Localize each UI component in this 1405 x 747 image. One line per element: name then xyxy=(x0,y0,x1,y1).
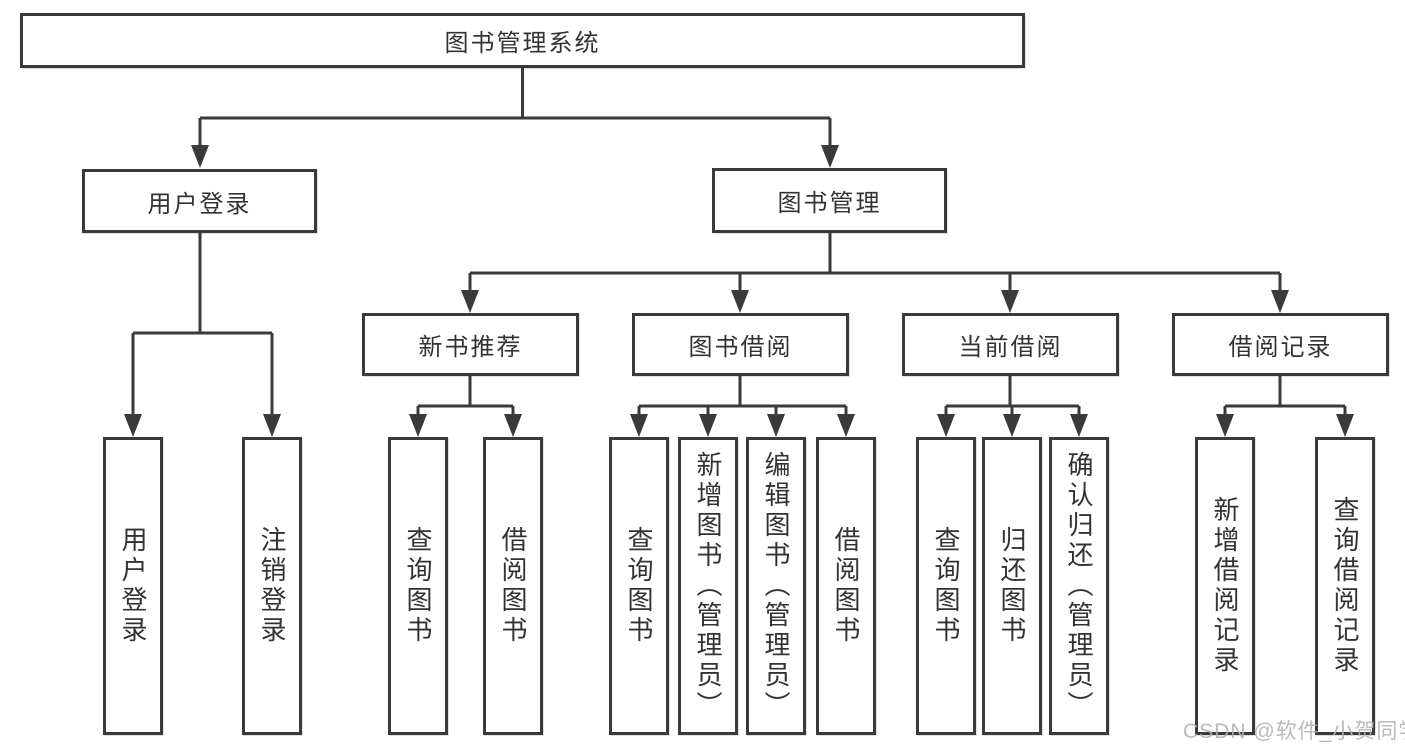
node-user-login: 用户登录 xyxy=(82,169,317,233)
node-label: 当前借阅 xyxy=(958,334,1063,361)
leaf-edit-book-admin: 编辑图书（管理员） xyxy=(746,437,806,735)
node-label: 归还图书 xyxy=(997,526,1027,646)
arrowhead-icon xyxy=(461,290,479,313)
node-label: 编辑图书（管理员） xyxy=(761,451,791,721)
node-label: 注销登录 xyxy=(257,526,287,646)
leaf-query-borrow-record: 查询借阅记录 xyxy=(1315,437,1375,735)
node-label: 图书管理 xyxy=(777,190,882,217)
leaf-current-query-books: 查询图书 xyxy=(916,437,976,735)
arrowhead-icon xyxy=(409,414,427,437)
leaf-recommend-query-books: 查询图书 xyxy=(388,437,448,735)
node-book-management: 图书管理 xyxy=(712,168,947,233)
leaf-add-borrow-record: 新增借阅记录 xyxy=(1195,437,1255,735)
node-label: 查询图书 xyxy=(403,526,433,646)
arrowhead-icon xyxy=(263,414,281,437)
arrowhead-icon xyxy=(1271,290,1289,313)
node-borrowing-records: 借阅记录 xyxy=(1172,313,1389,376)
node-label: 图书借阅 xyxy=(688,334,793,361)
arrowhead-icon xyxy=(504,414,522,437)
leaf-borrowing-borrow-books: 借阅图书 xyxy=(816,437,876,735)
arrowhead-icon xyxy=(699,414,717,437)
leaf-borrowing-query-books: 查询图书 xyxy=(609,437,669,735)
node-label: 用户登录 xyxy=(147,190,252,218)
node-label: 查询借阅记录 xyxy=(1330,496,1360,676)
arrowhead-icon xyxy=(937,414,955,437)
arrowhead-icon xyxy=(191,145,209,168)
node-label: 借阅图书 xyxy=(498,526,528,646)
node-label: 查询图书 xyxy=(624,526,654,646)
arrowhead-icon xyxy=(821,145,839,168)
arrowhead-icon xyxy=(1003,414,1021,437)
node-book-borrowing: 图书借阅 xyxy=(632,313,849,376)
arrowhead-icon xyxy=(1070,414,1088,437)
arrowhead-icon xyxy=(1216,414,1234,437)
node-label: 新书推荐 xyxy=(418,334,523,361)
node-label: 图书管理系统 xyxy=(444,30,601,57)
arrowhead-icon xyxy=(630,414,648,437)
watermark: CSDN @软件_小贺同学 xyxy=(1183,720,1405,743)
leaf-user-login: 用户登录 xyxy=(103,437,163,735)
node-label: 新增借阅记录 xyxy=(1210,496,1240,676)
arrowhead-icon xyxy=(837,414,855,437)
node-current-borrowing: 当前借阅 xyxy=(902,313,1119,376)
node-label: 用户登录 xyxy=(118,526,148,646)
node-label: 借阅记录 xyxy=(1228,334,1333,361)
leaf-return-books: 归还图书 xyxy=(982,437,1042,735)
arrowhead-icon xyxy=(124,414,142,437)
leaf-add-book-admin: 新增图书（管理员） xyxy=(678,437,738,735)
arrowhead-icon xyxy=(1001,290,1019,313)
arrowhead-icon xyxy=(731,290,749,313)
arrowhead-icon xyxy=(1336,414,1354,437)
arrowhead-icon xyxy=(767,414,785,437)
node-label: 查询图书 xyxy=(931,526,961,646)
leaf-confirm-return-admin: 确认归还（管理员） xyxy=(1049,437,1109,735)
node-label: 借阅图书 xyxy=(831,526,861,646)
node-new-book-recommendation: 新书推荐 xyxy=(362,313,579,376)
leaf-logout-login: 注销登录 xyxy=(242,437,302,735)
leaf-recommend-borrow-books: 借阅图书 xyxy=(483,437,543,735)
node-library-system: 图书管理系统 xyxy=(20,13,1025,68)
node-label: 确认归还（管理员） xyxy=(1064,451,1094,721)
node-label: 新增图书（管理员） xyxy=(693,451,723,721)
